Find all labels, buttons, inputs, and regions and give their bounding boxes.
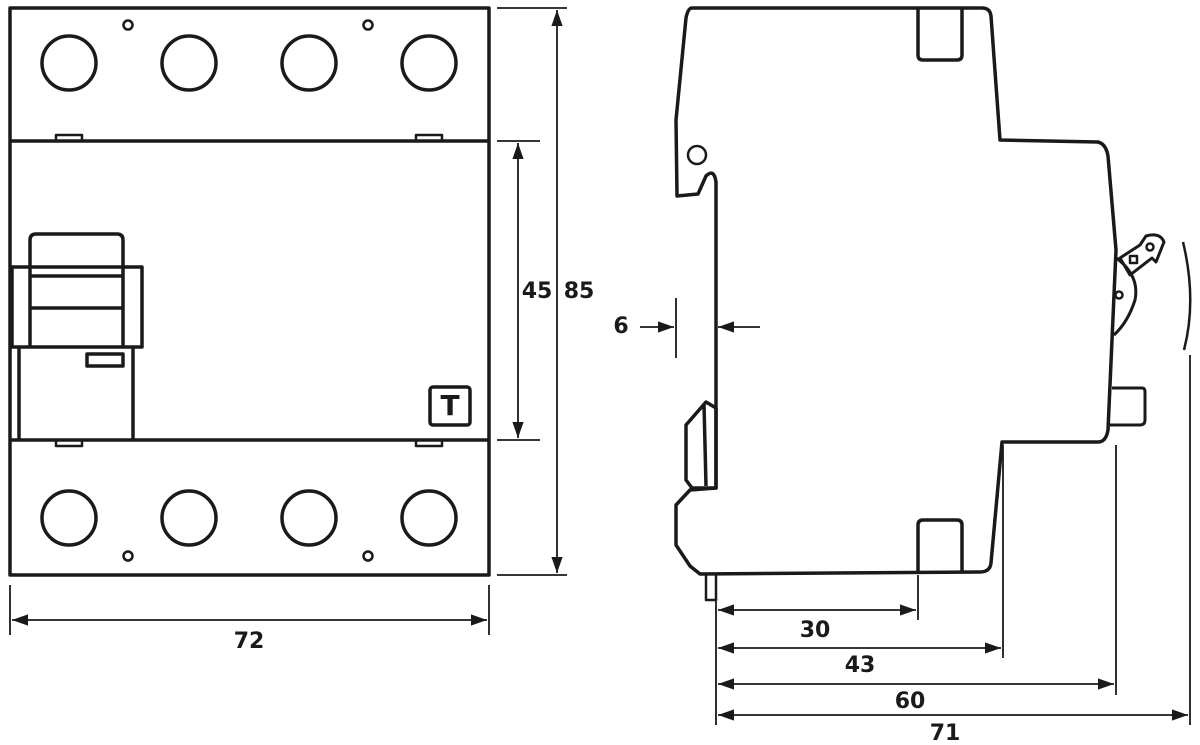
inner-height-label: 45: [522, 279, 553, 304]
side-body-outline: [674, 6, 1118, 576]
depth-71-label: 71: [930, 721, 961, 745]
depth-30-label: 30: [800, 618, 831, 643]
dimension-inner-height: 45: [497, 140, 553, 441]
bottom-mounting-notch: [916, 518, 964, 572]
screw-holes: [122, 19, 374, 562]
toggle-handle: [1110, 233, 1166, 427]
test-button: [428, 385, 472, 427]
front-view: T 72 45 85: [8, 6, 595, 654]
depth-43-label: 43: [845, 653, 876, 678]
dimension-total-height: 85: [497, 7, 595, 576]
front-body-outline: [8, 6, 491, 577]
handle-swing-arc: [1181, 241, 1192, 351]
cover-tabs: [54, 133, 444, 448]
top-mounting-notch: [916, 8, 964, 62]
bottom-terminals: [40, 489, 458, 547]
depth-60-label: 60: [895, 689, 926, 714]
din-clip-tab: [704, 575, 718, 602]
width-label: 72: [234, 629, 265, 654]
din-clip: [684, 400, 718, 490]
side-view: 6 30 43 60 71: [613, 6, 1192, 745]
side-screw-hole: [686, 144, 708, 166]
top-terminals: [40, 34, 458, 92]
total-height-label: 85: [564, 279, 595, 304]
depth-dimensions: 30 43 60 71: [715, 355, 1191, 745]
dimension-rail-offset: 6: [613, 298, 760, 358]
test-button-label: T: [440, 389, 459, 422]
dimension-width: 72: [9, 585, 490, 654]
rail-offset-label: 6: [613, 314, 628, 339]
toggle-lever: [10, 232, 144, 440]
